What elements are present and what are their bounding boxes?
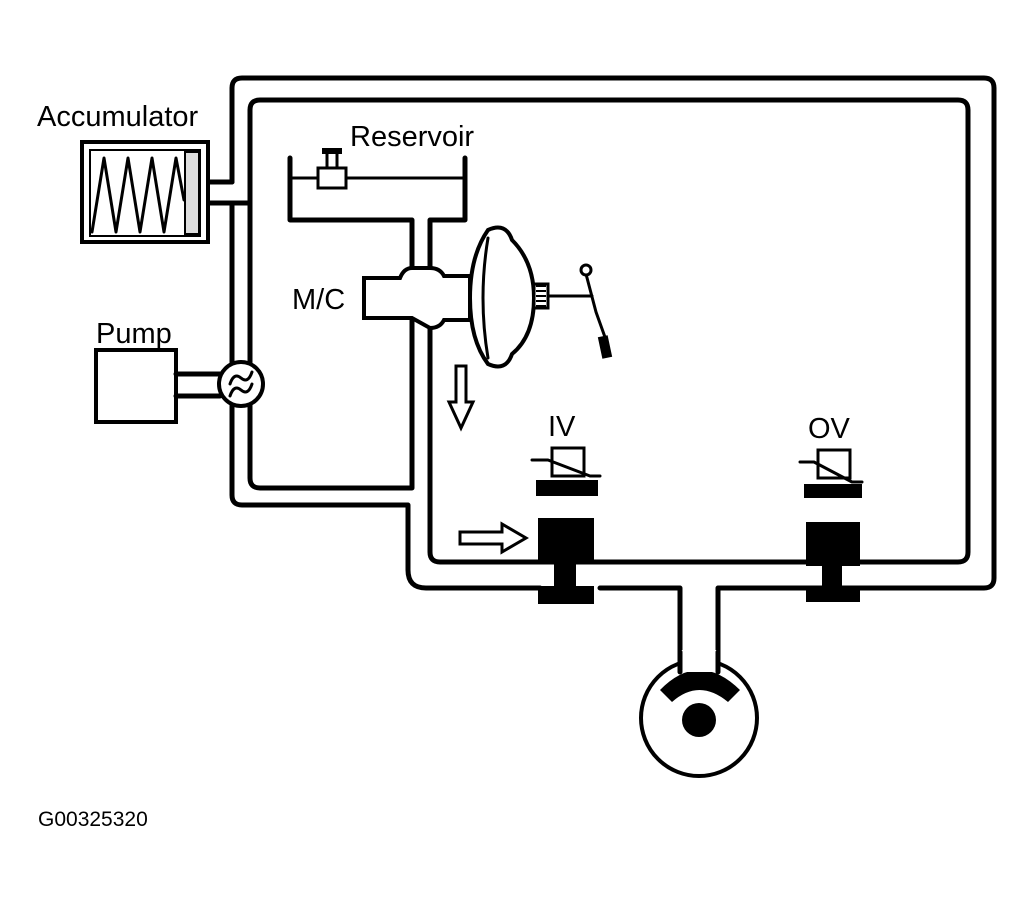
brake-booster bbox=[467, 225, 550, 369]
brake-pedal bbox=[546, 263, 613, 359]
inlet-valve-label: IV bbox=[548, 411, 576, 443]
pump-motor bbox=[94, 348, 178, 424]
master-cylinder bbox=[362, 266, 472, 331]
wheel-brake bbox=[639, 649, 759, 778]
flow-arrow-down-icon bbox=[446, 364, 476, 432]
ov-solenoid bbox=[816, 448, 852, 480]
accumulator-piston bbox=[184, 151, 200, 235]
pedal-pad-icon bbox=[597, 335, 613, 359]
outlet-valve-label: OV bbox=[808, 413, 851, 445]
wheel-hub-icon bbox=[682, 703, 716, 737]
pump-rotor-icon bbox=[217, 360, 265, 408]
flow-arrow-right-icon bbox=[458, 521, 529, 555]
master-cylinder-label: M/C bbox=[292, 284, 345, 316]
iv-valve-body bbox=[538, 518, 594, 564]
inlet-valve bbox=[530, 446, 602, 604]
reservoir bbox=[287, 148, 468, 235]
pump bbox=[94, 348, 265, 424]
accumulator-label: Accumulator bbox=[37, 101, 199, 133]
outlet-valve bbox=[798, 448, 864, 602]
caliper-icon bbox=[660, 670, 740, 702]
reservoir-cap-icon bbox=[316, 166, 348, 190]
accumulator-spring bbox=[90, 156, 186, 234]
pedal-pivot-icon bbox=[579, 263, 593, 277]
pressure-line-circuit bbox=[205, 75, 997, 663]
reservoir-label: Reservoir bbox=[350, 121, 474, 153]
pump-label: Pump bbox=[96, 318, 172, 350]
ov-valve-body bbox=[806, 522, 860, 566]
accumulator bbox=[80, 140, 210, 244]
figure-id: G00325320 bbox=[38, 808, 148, 831]
